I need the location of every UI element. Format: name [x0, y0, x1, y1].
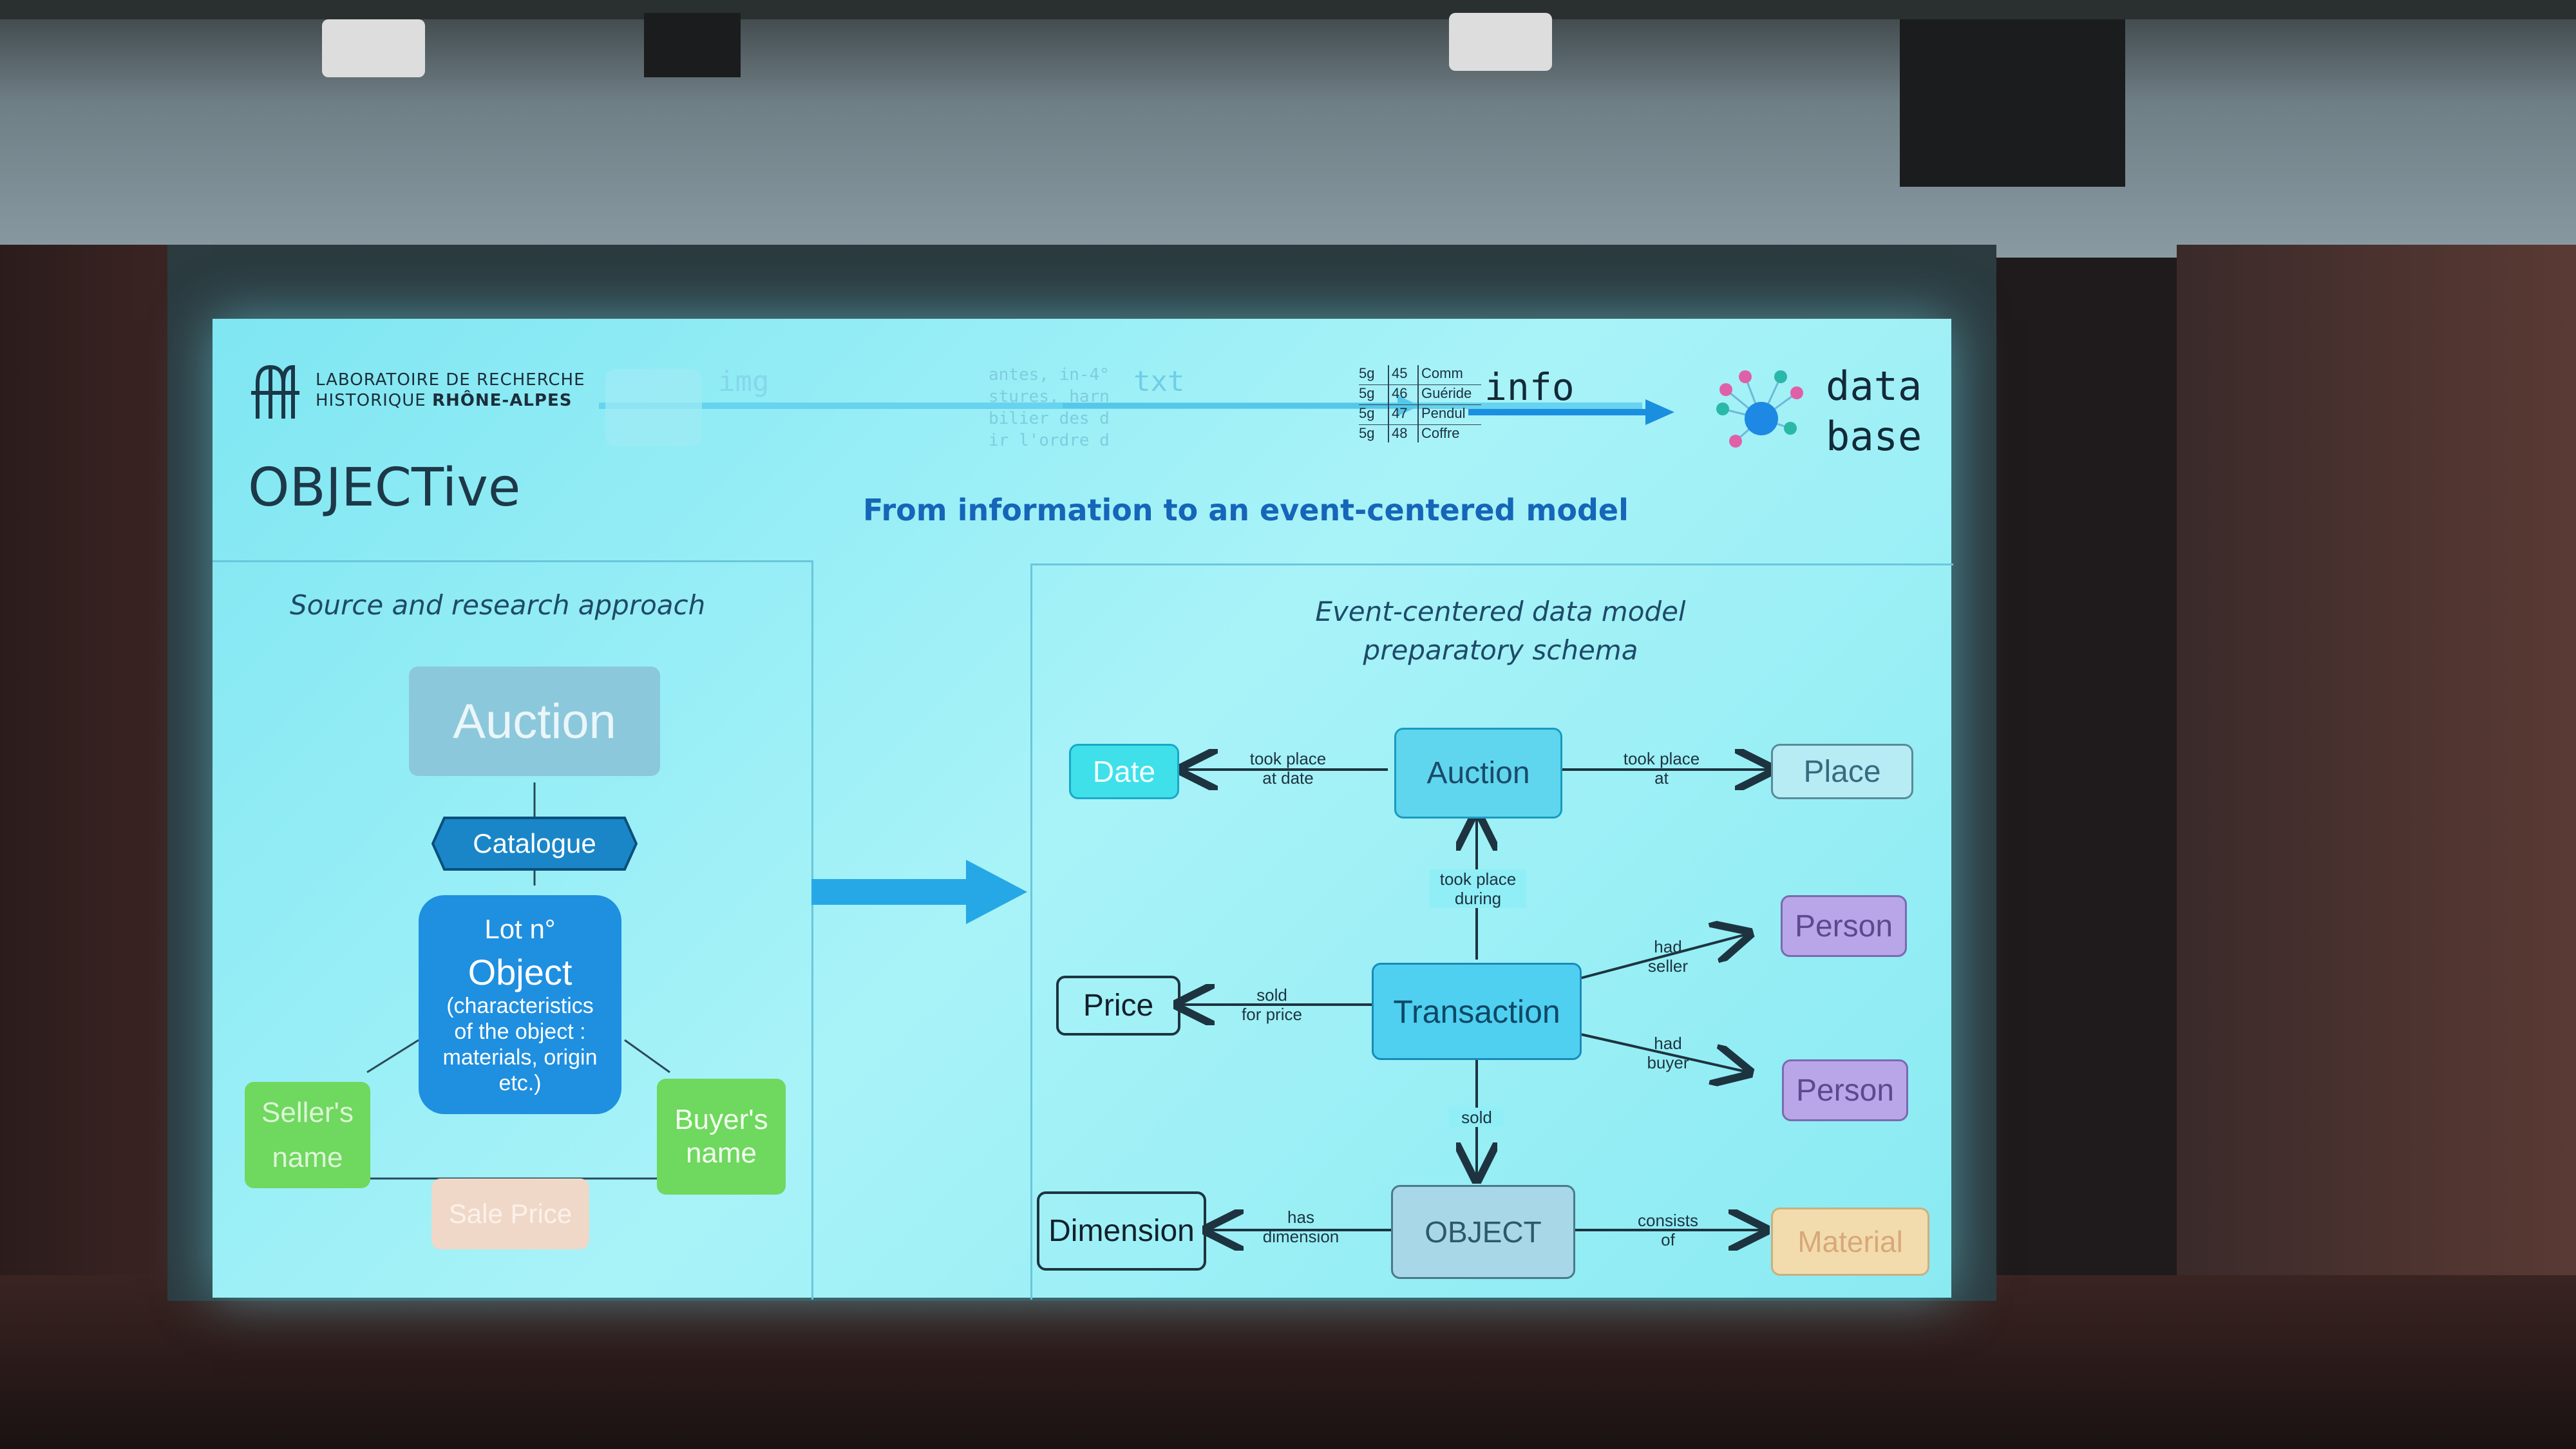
catalogue-shape — [431, 817, 638, 871]
table-cell: 5g — [1359, 385, 1375, 401]
pipeline-arrow-icon — [1063, 395, 1420, 416]
slide: LABORATOIRE DE RECHERCHE HISTORIQUE RHÔN… — [213, 319, 1953, 1300]
left-panel — [213, 560, 813, 1300]
lab-name-part1: HISTORIQUE — [316, 391, 432, 410]
edge-text: sold — [1461, 1108, 1492, 1127]
pipeline-info-label: info — [1484, 365, 1575, 409]
table-cell: 47 — [1388, 405, 1417, 424]
right-panel-heading: Event-centered data model preparatory sc… — [1307, 592, 1694, 670]
edge-text: took place at — [1623, 749, 1700, 788]
edge-text: sold for price — [1242, 985, 1302, 1024]
right-heading-line1: Event-centered data model — [1315, 596, 1686, 627]
left-object-box: Lot n° Object (characteristics of the ob… — [419, 895, 621, 1114]
lab-name-line2: HISTORIQUE RHÔNE-ALPES — [316, 391, 572, 410]
table-cell: 45 — [1388, 365, 1417, 384]
pipeline-text-snippet: antes, in-4° stures, harn bilier des d i… — [989, 364, 1110, 451]
edge-label-had-seller: had seller — [1636, 937, 1700, 976]
sale-price-box: Sale Price — [431, 1179, 589, 1249]
seller-name-box: Seller's name — [245, 1082, 370, 1188]
right-panel — [1030, 564, 1953, 1300]
model-transaction-node: Transaction — [1372, 963, 1582, 1060]
edge-label-sold: sold — [1449, 1108, 1504, 1127]
pipeline-txt-label: txt — [1133, 365, 1185, 398]
panel-transition-arrow-icon — [811, 860, 1027, 924]
table-cell: Pendul — [1417, 405, 1466, 424]
floor-area — [0, 1275, 2576, 1449]
edge-label-has-dimension: has dimension — [1249, 1208, 1352, 1246]
lab-logo-icon — [251, 365, 299, 419]
snippet-line: ir l'ordre d — [989, 431, 1110, 450]
edge-text: has dimension — [1262, 1208, 1340, 1246]
ceiling-light — [1449, 13, 1552, 71]
table-cell: 5g — [1359, 425, 1375, 441]
pipeline-base-label: base — [1826, 413, 1922, 460]
table-cell: Comm — [1417, 365, 1463, 384]
edge-label-took-place-at-date: took place at date — [1240, 749, 1336, 788]
slide-title: From information to an event-centered mo… — [863, 493, 1629, 527]
buyer-name-box: Buyer's name — [657, 1079, 786, 1195]
model-person-seller-node: Person — [1781, 895, 1907, 957]
model-auction-node: Auction — [1394, 728, 1562, 819]
left-panel-heading: Source and research approach — [290, 589, 706, 621]
snippet-line: antes, in-4° — [989, 365, 1110, 384]
model-place-node: Place — [1771, 744, 1913, 799]
model-edges — [213, 319, 1951, 1298]
pipeline-arrow-icon — [1468, 399, 1674, 425]
table-cell: Guéride — [1417, 385, 1472, 404]
pipeline-img-label: img — [718, 365, 770, 398]
lab-name-line1: LABORATOIRE DE RECHERCHE — [316, 370, 585, 390]
pipeline-data-label: data — [1826, 363, 1922, 410]
model-material-node: Material — [1771, 1208, 1929, 1276]
ceiling-speaker — [1900, 19, 2125, 187]
table-cell: Coffre — [1417, 425, 1460, 442]
edge-text: consists of — [1638, 1211, 1698, 1249]
model-dimension-node: Dimension — [1037, 1191, 1206, 1271]
left-auction-box: Auction — [409, 667, 660, 776]
ceiling-projector — [644, 13, 741, 77]
edge-label-sold-for-price: sold for price — [1230, 985, 1314, 1024]
catalogue-label: Catalogue — [473, 828, 596, 858]
model-price-node: Price — [1056, 976, 1180, 1036]
model-date-node: Date — [1069, 744, 1179, 799]
edge-text: had buyer — [1647, 1034, 1689, 1072]
pipeline-image-placeholder — [605, 369, 702, 446]
ceiling-strip — [0, 0, 2576, 19]
right-heading-line2: preparatory schema — [1363, 634, 1638, 666]
edge-label-took-place-at: took place at — [1613, 749, 1710, 788]
right-wall — [2177, 245, 2576, 1449]
database-network-icon — [1716, 370, 1803, 448]
table-cell: 48 — [1388, 425, 1417, 442]
edge-text: took place at date — [1249, 749, 1327, 788]
object-description: (characteristics of the object : materia… — [442, 993, 598, 1095]
edge-text: had seller — [1647, 937, 1689, 976]
lot-number-label: Lot n° — [484, 913, 556, 944]
object-label: Object — [468, 951, 573, 992]
table-cell: 5g — [1359, 405, 1375, 421]
table-cell: 46 — [1388, 385, 1417, 404]
model-person-buyer-node: Person — [1782, 1059, 1908, 1121]
edge-text: took place during — [1439, 869, 1517, 908]
edge-label-took-place-during: took place during — [1430, 869, 1526, 908]
table-cell: 5g — [1359, 365, 1375, 381]
edge-label-consists-of: consists of — [1626, 1211, 1710, 1249]
ceiling — [0, 0, 2576, 258]
model-object-node: OBJECT — [1391, 1185, 1575, 1279]
ceiling-light — [322, 19, 425, 77]
edge-label-had-buyer: had buyer — [1636, 1034, 1700, 1072]
brand-title: OBJECTive — [248, 457, 521, 518]
snippet-line: bilier des d — [989, 409, 1110, 428]
lab-name-region: RHÔNE-ALPES — [432, 391, 573, 410]
